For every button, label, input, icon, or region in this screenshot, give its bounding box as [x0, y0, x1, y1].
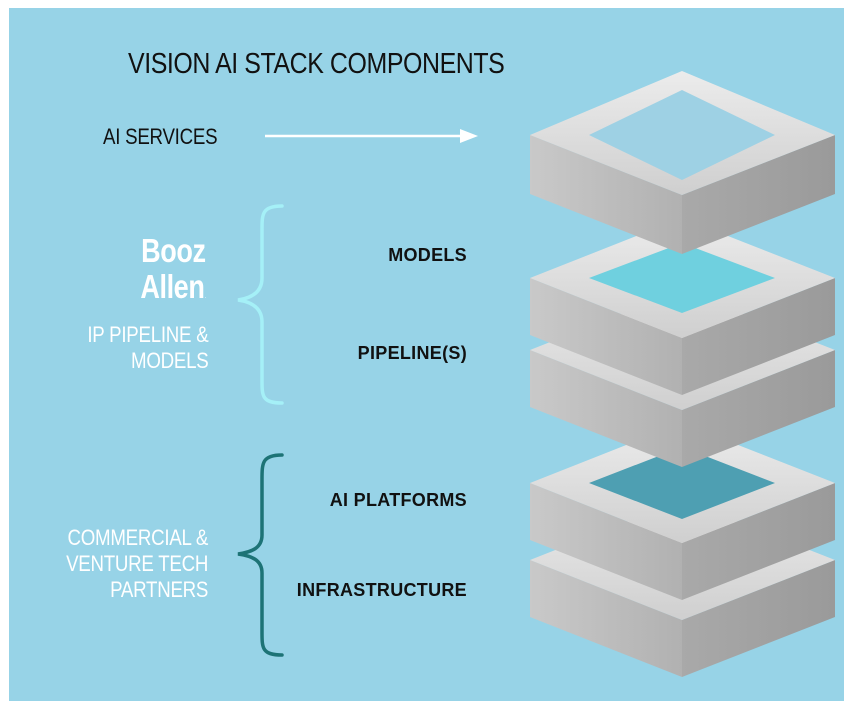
ip-group-brace — [237, 204, 284, 405]
ai-platforms-label: AI PLATFORMS — [329, 490, 467, 510]
partners-group-label: COMMERCIAL & VENTURE TECH PARTNERS — [65, 525, 208, 602]
partners-group-brace — [237, 453, 284, 657]
infrastructure-label: INFRASTRUCTURE — [296, 580, 467, 600]
ai-platforms-inset — [589, 447, 775, 519]
models-inset — [589, 243, 775, 313]
ai-platforms-block — [530, 423, 835, 600]
pipelines-label: PIPELINE(S) — [357, 343, 467, 363]
diagram-title: VISION AI STACK COMPONENTS — [128, 48, 505, 80]
ai-services-block — [530, 71, 835, 254]
models-label: MODELS — [388, 245, 467, 265]
ai-services-label: AI SERVICES — [103, 124, 218, 149]
models-block — [530, 218, 835, 395]
booz-allen-logo: Booz Allen. — [140, 232, 207, 305]
ai-services-inset — [589, 90, 775, 180]
ip-group-label: IP PIPELINE & MODELS — [86, 322, 208, 373]
ai-services-arrow — [265, 129, 478, 143]
